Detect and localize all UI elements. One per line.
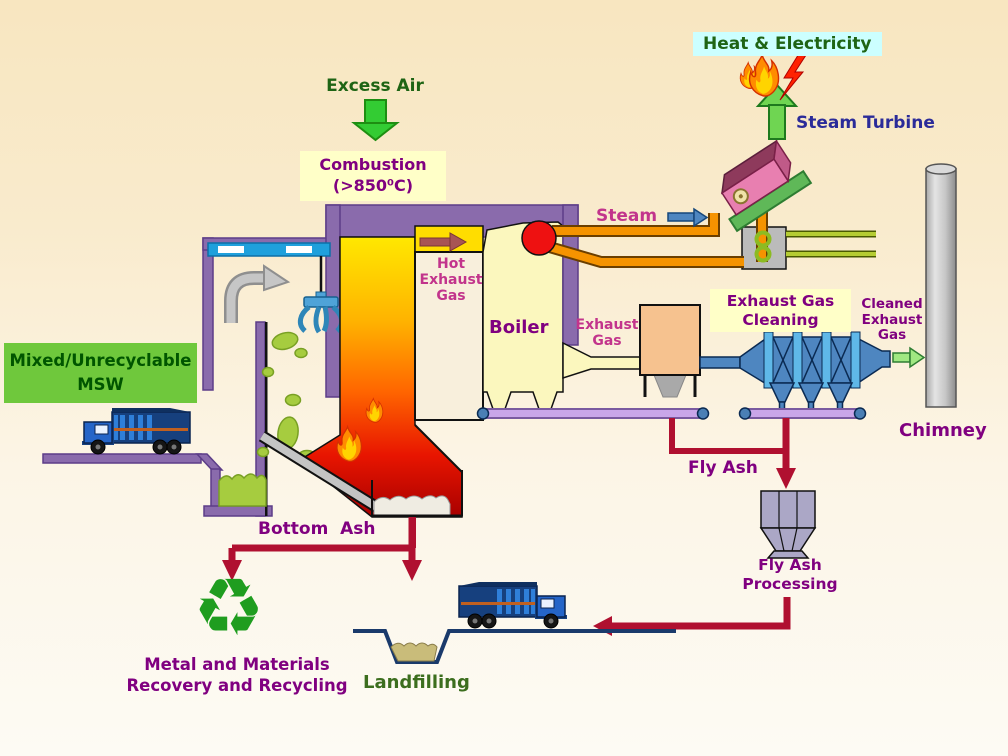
- curved-flow-arrow-icon: [224, 264, 291, 323]
- excess-air-label: Excess Air: [326, 76, 424, 96]
- steam-pipes: [544, 210, 876, 268]
- landfill-truck-icon: [458, 581, 568, 629]
- fly-ash-flow-arrows: [669, 418, 796, 489]
- bottom-ash-label: Bottom Ash: [258, 519, 376, 539]
- fly-ash-label: Fly Ash: [688, 458, 758, 478]
- baghouse-filter-unit: [739, 331, 891, 414]
- waste-bunker: [218, 473, 267, 507]
- metal-recovery-label: Metal and Materials Recovery and Recycli…: [126, 655, 348, 695]
- cleaned-exhaust-gas-label: Cleaned Exhaust Gas: [861, 296, 923, 344]
- steam-label: Steam: [596, 206, 658, 226]
- crane-rail: [207, 242, 331, 257]
- furnace: [258, 236, 463, 548]
- fly-ash-silo: [759, 490, 817, 559]
- lightning-icon: [779, 51, 809, 101]
- hot-gas-duct: [414, 251, 484, 421]
- steam-turbine-label: Steam Turbine: [796, 113, 935, 133]
- boiler-label: Boiler: [489, 317, 549, 338]
- conveyor-2: [738, 407, 867, 420]
- steam-drum: [521, 220, 557, 256]
- combustion-label: Combustion (>850⁰C): [300, 151, 446, 201]
- bottom-ash-flow-arrows: [222, 517, 422, 581]
- waste-chunks: [256, 331, 317, 463]
- fly-ash-processing-label: Fly Ash Processing: [742, 556, 838, 593]
- msw-truck-icon: [81, 407, 191, 455]
- landfill-pit: [353, 629, 676, 664]
- landfilling-label: Landfilling: [363, 672, 470, 693]
- hot-gas-arrow-icon: [419, 232, 468, 252]
- hot-exhaust-gas-label: Hot Exhaust Gas: [419, 256, 483, 305]
- recycle-icon: ♻: [193, 561, 265, 654]
- chimney-label: Chimney: [899, 420, 987, 441]
- chute-wall-edge: [265, 322, 268, 516]
- chimney-stack: [925, 163, 957, 408]
- cleaned-gas-arrow-icon: [892, 346, 926, 369]
- exhaust-gas-label: Exhaust Gas: [575, 317, 639, 350]
- steam-turbine-unit: [720, 138, 813, 233]
- bottom-ash-pit: [373, 495, 451, 516]
- exhaust-gas-cleaning-label: Exhaust Gas Cleaning: [710, 289, 851, 333]
- enclosure-right-wall: [562, 204, 579, 346]
- conveyor-1: [476, 407, 710, 420]
- steam-arrow-icon: [667, 207, 709, 228]
- excess-air-arrow-icon: [351, 99, 400, 142]
- esp-unit: [639, 304, 741, 398]
- heat-electricity-label: Heat & Electricity: [693, 32, 882, 57]
- msw-label: Mixed/Unrecyclable MSW: [4, 343, 197, 403]
